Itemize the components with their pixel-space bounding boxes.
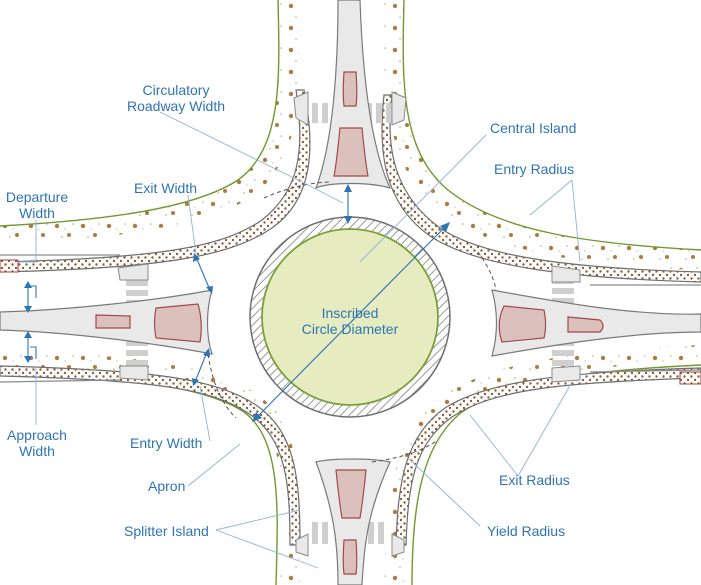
inscribed-circle-outline — [207, 181, 497, 463]
svg-text:Departure: Departure — [6, 189, 68, 205]
departure-width-dimension — [24, 281, 37, 313]
circulatory-width-dimension — [344, 184, 352, 224]
outer-curb-ne — [381, 94, 701, 283]
svg-text:Width: Width — [19, 443, 55, 459]
crosswalk-south — [312, 522, 384, 544]
label-apron: Apron — [148, 478, 185, 494]
splitter-island-west — [0, 289, 213, 355]
label-exit-radius: Exit Radius — [499, 472, 570, 488]
approach-width-dimension — [24, 331, 37, 363]
label-splitter-island: Splitter Island — [124, 523, 209, 539]
svg-text:Approach: Approach — [7, 427, 67, 443]
svg-text:Circulatory: Circulatory — [143, 82, 210, 98]
leader-lines — [20, 111, 581, 569]
outer-curb-nw — [0, 89, 311, 273]
splitter-island-south — [315, 458, 391, 585]
label-approach-width: Approach Width — [7, 427, 67, 459]
inscribed-diameter-dimension — [252, 222, 450, 422]
label-entry-width: Entry Width — [130, 435, 202, 451]
exit-width-dimension — [193, 253, 213, 294]
label-central-island: Central Island — [490, 120, 576, 136]
label-inscribed-circle-diameter: Inscribed Circle Diameter — [302, 305, 399, 337]
ramp-pads — [117, 91, 581, 557]
svg-text:Circle Diameter: Circle Diameter — [302, 321, 399, 337]
central-island — [249, 216, 451, 418]
landscape-strip-ne — [383, 0, 701, 270]
label-yield-radius: Yield Radius — [487, 523, 565, 539]
road-end-markers — [0, 259, 701, 385]
road-edges — [0, 254, 701, 383]
entry-width-dimension — [192, 348, 210, 386]
svg-text:Inscribed: Inscribed — [322, 305, 379, 321]
svg-text:Width: Width — [19, 205, 55, 221]
label-circulatory-roadway-width: Circulatory Roadway Width — [127, 82, 225, 114]
label-departure-width: Departure Width — [6, 189, 68, 221]
splitter-island-east — [491, 289, 701, 357]
landscape-strip-sw — [0, 350, 301, 585]
svg-text:Roadway Width: Roadway Width — [127, 98, 225, 114]
landscape-strip-nw — [0, 0, 300, 246]
label-entry-radius: Entry Radius — [494, 161, 574, 177]
splitter-island-north — [314, 0, 392, 190]
label-exit-width: Exit Width — [134, 180, 197, 196]
outer-curb-se — [395, 367, 701, 546]
